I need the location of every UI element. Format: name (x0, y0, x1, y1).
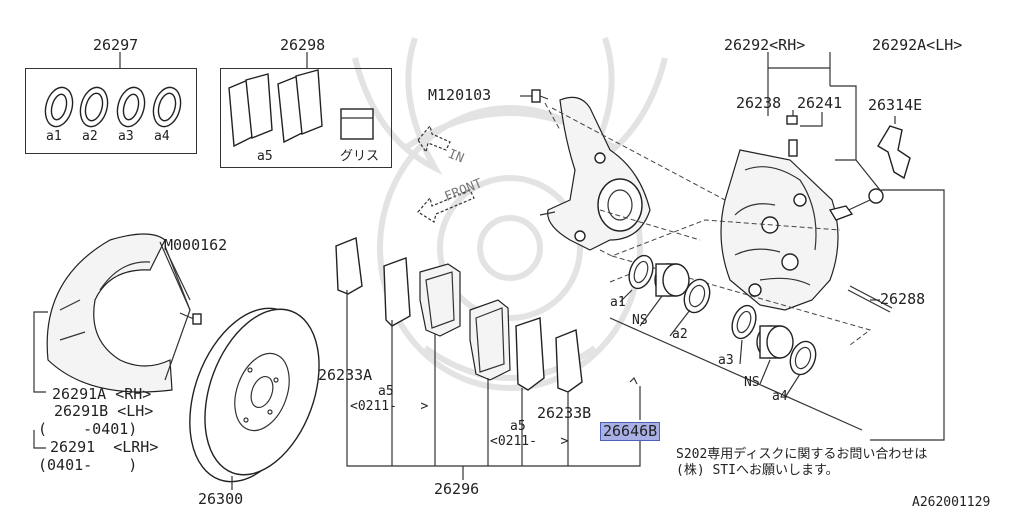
shim-set-a5 (228, 69, 323, 148)
brake-disc-26300 (189, 307, 320, 483)
pad-pin (847, 285, 893, 313)
label-m000162: M000162 (164, 236, 228, 254)
pad-shim-inner-2 (555, 329, 583, 393)
label-26291a: 26291A <RH> (52, 385, 152, 403)
label-a5: a5 (257, 149, 273, 164)
dust-shield (46, 233, 173, 393)
label-pad-a5-2: a5 (510, 419, 526, 434)
grease-packet-icon (340, 108, 374, 140)
label-26296: 26296 (434, 480, 480, 498)
label-26241: 26241 (797, 94, 843, 112)
label-26288: 26288 (880, 290, 926, 308)
piston-ns-2 (756, 325, 794, 359)
label-26300: 26300 (198, 490, 244, 508)
bolt-m120103 (520, 89, 549, 103)
seal-ring-a3 (116, 86, 146, 128)
piston-seal-a4 (789, 340, 817, 376)
front-arrow-icon (417, 189, 475, 223)
label-26297: 26297 (93, 36, 139, 54)
brake-caliper (720, 149, 839, 311)
label-a4: a4 (154, 129, 170, 144)
label-26233b: 26233B (537, 404, 592, 422)
piston-seal-a2 (683, 278, 711, 314)
label-m120103: M120103 (428, 86, 492, 104)
label-piston-a2: a2 (672, 327, 688, 342)
label-a3: a3 (118, 129, 134, 144)
label-26291b: 26291B <LH> (54, 402, 154, 420)
seal-ring-a2 (79, 86, 109, 128)
label-26291-date: (0401- ) (38, 456, 138, 474)
label-grease: グリス (340, 149, 380, 164)
seal-ring-a4 (152, 86, 182, 128)
bolt-m000162 (179, 312, 202, 325)
label-26314e: 26314E (868, 96, 923, 114)
label-26291b-date: ( -0401) (38, 420, 138, 438)
seal-kit-box (25, 68, 197, 154)
sti-note-line1: S202専用ディスクに関するお問い合わせは (676, 447, 928, 462)
label-piston-a3: a3 (718, 353, 734, 368)
label-pad-date-2: <0211- > (490, 434, 569, 449)
label-piston-a1: a1 (610, 295, 626, 310)
brake-pad-inner (469, 299, 511, 381)
pad-shim-outer-2 (383, 257, 411, 327)
label-26233a: 26233A (318, 366, 373, 384)
label-26298: 26298 (280, 36, 326, 54)
label-pad-date: <0211- > (350, 399, 429, 414)
pad-shim-outer-1 (335, 237, 363, 295)
steering-knuckle (539, 96, 651, 251)
label-a1: a1 (46, 129, 62, 144)
label-piston-a4: a4 (772, 389, 788, 404)
bleeder-screw (786, 115, 798, 157)
clip-26646b (629, 376, 638, 385)
shim-kit-box (220, 68, 392, 168)
label-piston-ns1: NS (632, 313, 648, 328)
piston-ns-1 (654, 263, 690, 297)
in-arrow-icon (417, 124, 451, 154)
piston-seal-a3 (731, 304, 757, 340)
label-pad-a5: a5 (378, 384, 394, 399)
sti-note-line2: (株) STIへお願いします。 (676, 463, 839, 478)
caliper-bolt (828, 188, 884, 221)
pad-shim-inner-1 (515, 317, 545, 391)
piston-seal-a1 (628, 254, 654, 290)
label-26292a: 26292A<LH> (872, 36, 963, 54)
label-26646b: 26646B (600, 422, 661, 441)
label-26292: 26292<RH> (724, 36, 806, 54)
diagram-code: A262001129 (912, 495, 991, 510)
label-a2: a2 (82, 129, 98, 144)
brake-pad-outer (419, 263, 461, 337)
label-26238: 26238 (736, 94, 782, 112)
seal-ring-a1 (44, 86, 74, 128)
label-piston-ns2: NS (744, 375, 760, 390)
pad-spring-clip (877, 125, 911, 180)
label-26291: 26291 <LRH> (50, 438, 159, 456)
